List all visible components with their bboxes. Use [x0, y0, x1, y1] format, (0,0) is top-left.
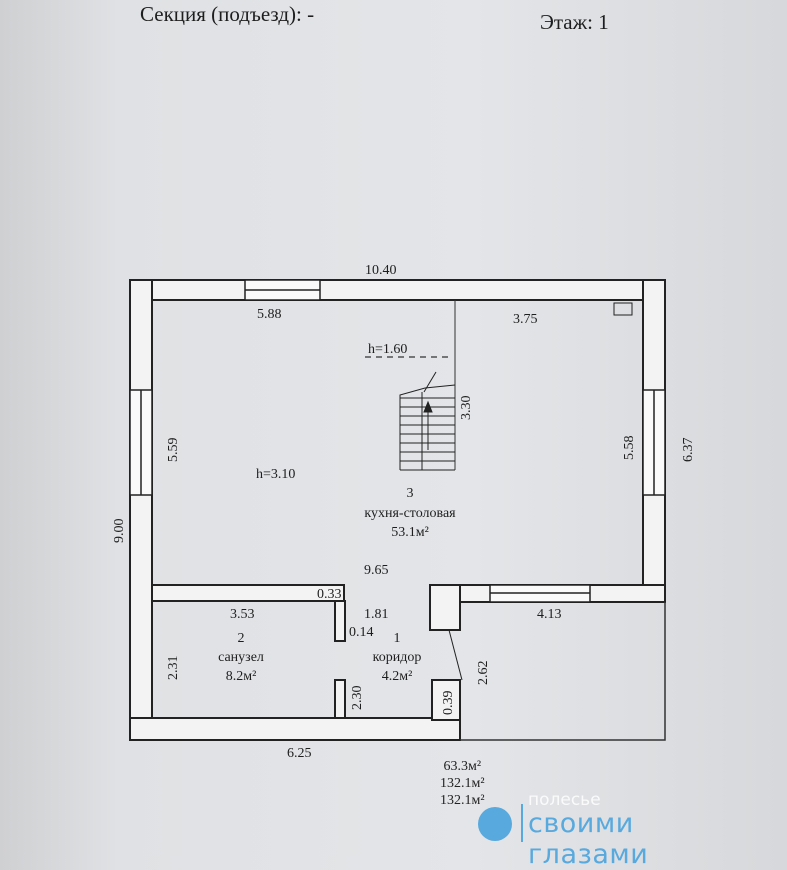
section-label: Секция (подъезд): -: [140, 2, 315, 26]
dim-230: 2.30: [350, 686, 365, 711]
dim-014: 0.14: [349, 625, 374, 640]
chimney-icon: [613, 302, 633, 316]
room-labels: 3 кухня-столовая 53.1м² 2 санузел 8.2м² …: [218, 486, 456, 684]
dim-top-right: 3.75: [513, 312, 538, 327]
ceiling-height: h=3.10: [256, 467, 295, 482]
windows: [129, 279, 666, 603]
total-area: 132.1м²: [440, 776, 485, 791]
dim-corr-w: 1.81: [364, 607, 389, 622]
room-2-name: санузел: [218, 650, 264, 665]
total-living: 63.3м²: [443, 759, 482, 774]
wall-bath-top: [151, 584, 345, 602]
dim-bottom-total: 6.25: [287, 746, 312, 761]
terrace-outline: [460, 602, 666, 741]
room-1-number: 1: [394, 631, 401, 646]
dim-033: 0.33: [317, 587, 342, 602]
dim-left-room: 5.59: [166, 438, 181, 463]
watermark-line1: полесье: [528, 790, 601, 810]
dim-right-bottom: 4.13: [537, 607, 562, 622]
room-3-name: кухня-столовая: [364, 506, 456, 521]
room-2-number: 2: [238, 631, 245, 646]
wall-stub: [334, 679, 346, 719]
area-totals: 63.3м² 132.1м² 132.1м²: [440, 758, 485, 809]
wall-stub: [334, 600, 346, 642]
wall-top: [129, 279, 666, 301]
drop-logo-icon: [478, 807, 512, 841]
staircase: [399, 371, 456, 471]
total-area-2: 132.1м²: [440, 793, 485, 808]
leader-line: [448, 629, 463, 681]
room-1-area: 4.2м²: [382, 669, 413, 684]
dimension-labels: 10.40 5.88 3.75 h=1.60 3.30 5.59 5.58 6.…: [112, 263, 696, 761]
dim-right-total: 6.37: [681, 438, 696, 463]
room-1-name: коридор: [373, 650, 422, 665]
dim-bath-w: 3.53: [230, 607, 255, 622]
watermark-line2: своими глазами: [528, 808, 649, 870]
dim-mid: 9.65: [364, 563, 389, 578]
wall-corridor-bottom: [431, 679, 461, 721]
wall-corridor: [429, 584, 461, 631]
wall-left: [129, 279, 153, 741]
dim-039: 0.39: [441, 691, 456, 716]
room-2-area: 8.2м²: [226, 669, 257, 684]
dim-corr-h: 2.62: [476, 661, 491, 686]
dim-stair-len: 3.30: [459, 396, 474, 421]
dim-top-total: 10.40: [365, 263, 397, 278]
dim-right-room: 5.58: [622, 436, 637, 461]
dim-top-left: 5.88: [257, 307, 282, 322]
dim-stair-h: h=1.60: [368, 342, 407, 357]
dim-left-total: 9.00: [112, 519, 127, 544]
dim-bath-h: 2.31: [166, 656, 181, 681]
room-3-number: 3: [407, 486, 414, 501]
floor-label: Этаж: 1: [540, 10, 609, 34]
logo-divider: [521, 804, 523, 842]
wall-bottom: [129, 717, 461, 741]
room-3-area: 53.1м²: [391, 525, 429, 540]
